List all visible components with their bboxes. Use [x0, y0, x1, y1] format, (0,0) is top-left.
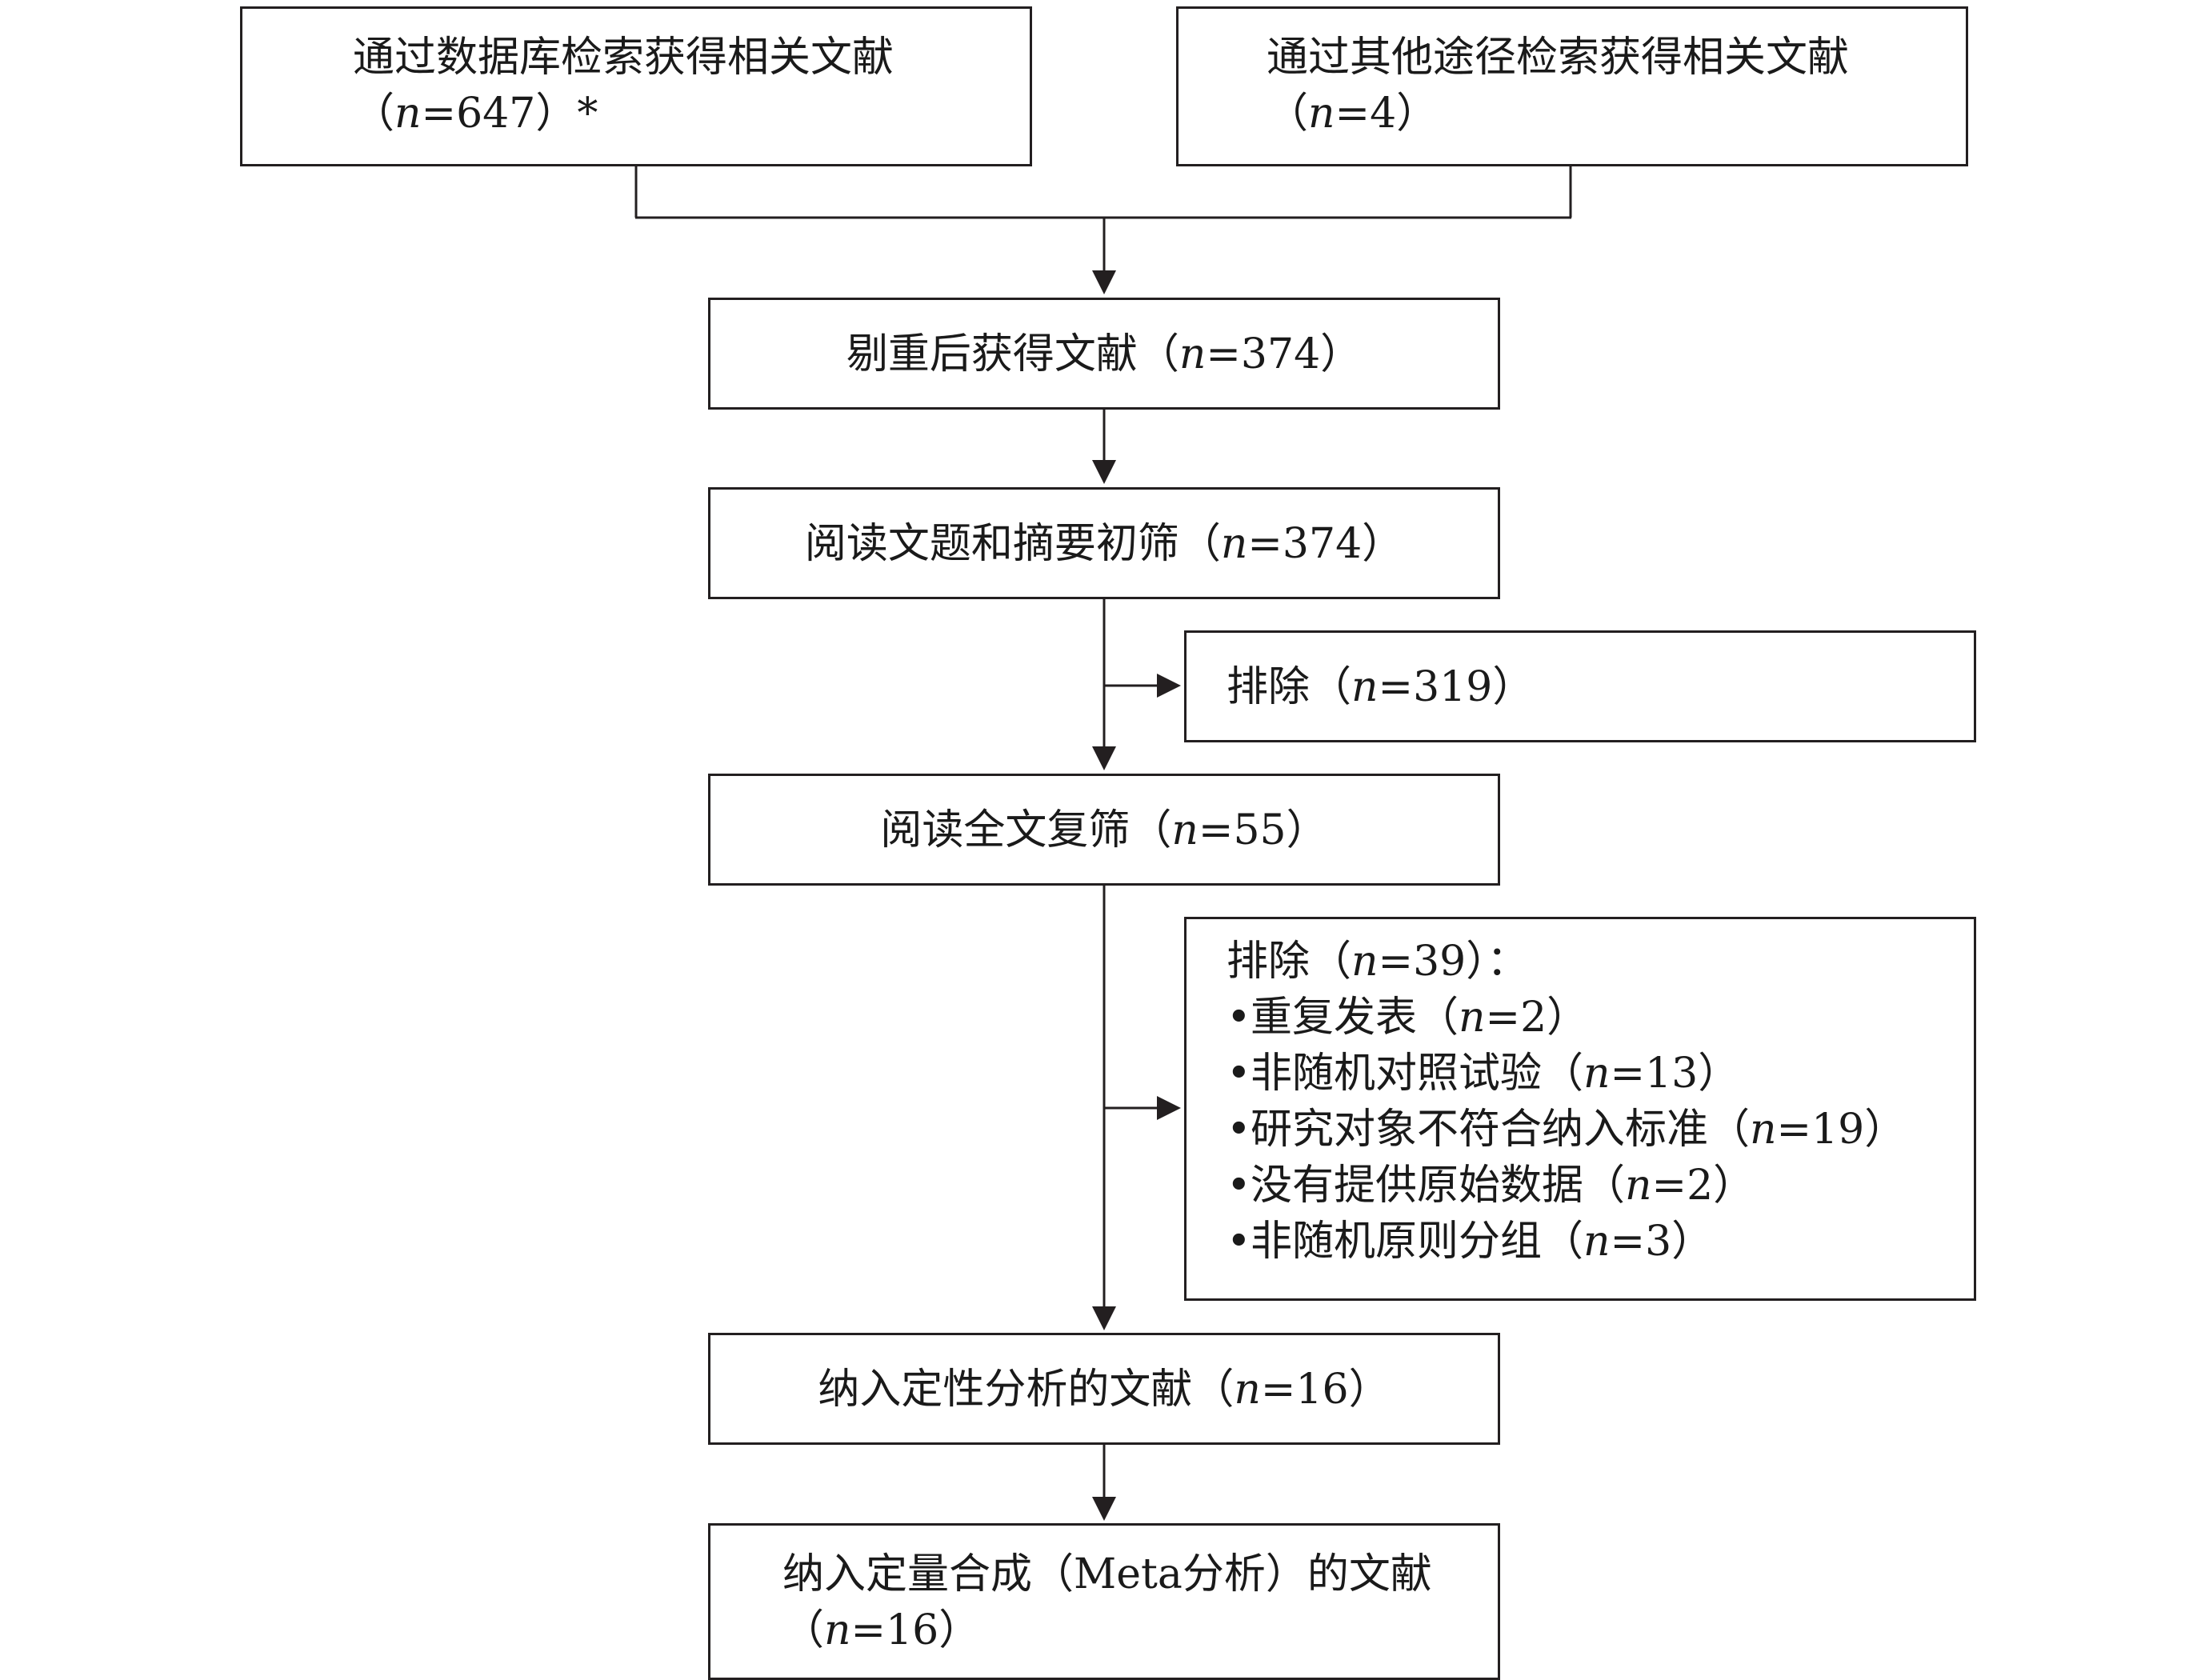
qualitative-box: 纳入定性分析的文献（n=16） [708, 1333, 1500, 1445]
exclude1-label: 排除（n=319） [1227, 663, 1535, 711]
exclusion-reasons-list: •重复发表（n=2） •非随机对照试验（n=13） •研究对象不符合纳入标准（n… [1187, 990, 1974, 1270]
db-search-count: （n=647）* [353, 90, 598, 138]
quantitative-title: 纳入定量合成（Meta分析）的文献 [782, 1550, 1432, 1598]
exclude2-box: 排除（n=39）： •重复发表（n=2） •非随机对照试验（n=13） •研究对… [1184, 917, 1976, 1301]
db-search-box: 通过数据库检索获得相关文献 （n=647）* [240, 6, 1032, 166]
quantitative-box: 纳入定量合成（Meta分析）的文献 （n=16） [708, 1523, 1500, 1680]
fulltext-label: 阅读全文复筛（n=55） [880, 806, 1328, 854]
fulltext-box: 阅读全文复筛（n=55） [708, 774, 1500, 886]
bullet-marker: • [1227, 1106, 1251, 1154]
exclusion-reason: •没有提供原始数据（n=2） [1187, 1158, 1974, 1214]
exclude2-label: 排除（n=39）： [1227, 938, 1529, 986]
other-search-title: 通过其他途径检索获得相关文献 [1267, 34, 1850, 82]
bullet-marker: • [1227, 1162, 1251, 1210]
other-search-box: 通过其他途径检索获得相关文献 （n=4） [1176, 6, 1968, 166]
exclusion-reason: •重复发表（n=2） [1187, 990, 1974, 1046]
quantitative-count: （n=16） [782, 1606, 981, 1654]
exclusion-reason: •非随机原则分组（n=3） [1187, 1214, 1974, 1270]
qualitative-label: 纳入定性分析的文献（n=16） [818, 1366, 1391, 1414]
screen-box: 阅读文题和摘要初筛（n=374） [708, 487, 1500, 599]
bullet-marker: • [1227, 994, 1251, 1042]
dedup-label: 剔重后获得文献（n=374） [846, 330, 1363, 378]
bullet-marker: • [1227, 1050, 1251, 1098]
screen-label: 阅读文题和摘要初筛（n=374） [804, 520, 1404, 568]
dedup-box: 剔重后获得文献（n=374） [708, 298, 1500, 410]
exclusion-reason: •非随机对照试验（n=13） [1187, 1046, 1974, 1102]
exclude1-box: 排除（n=319） [1184, 630, 1976, 742]
other-search-count: （n=4） [1267, 90, 1439, 138]
exclusion-reason: •研究对象不符合纳入标准（n=19） [1187, 1102, 1974, 1158]
bullet-marker: • [1227, 1218, 1251, 1266]
db-search-title: 通过数据库检索获得相关文献 [353, 34, 894, 82]
